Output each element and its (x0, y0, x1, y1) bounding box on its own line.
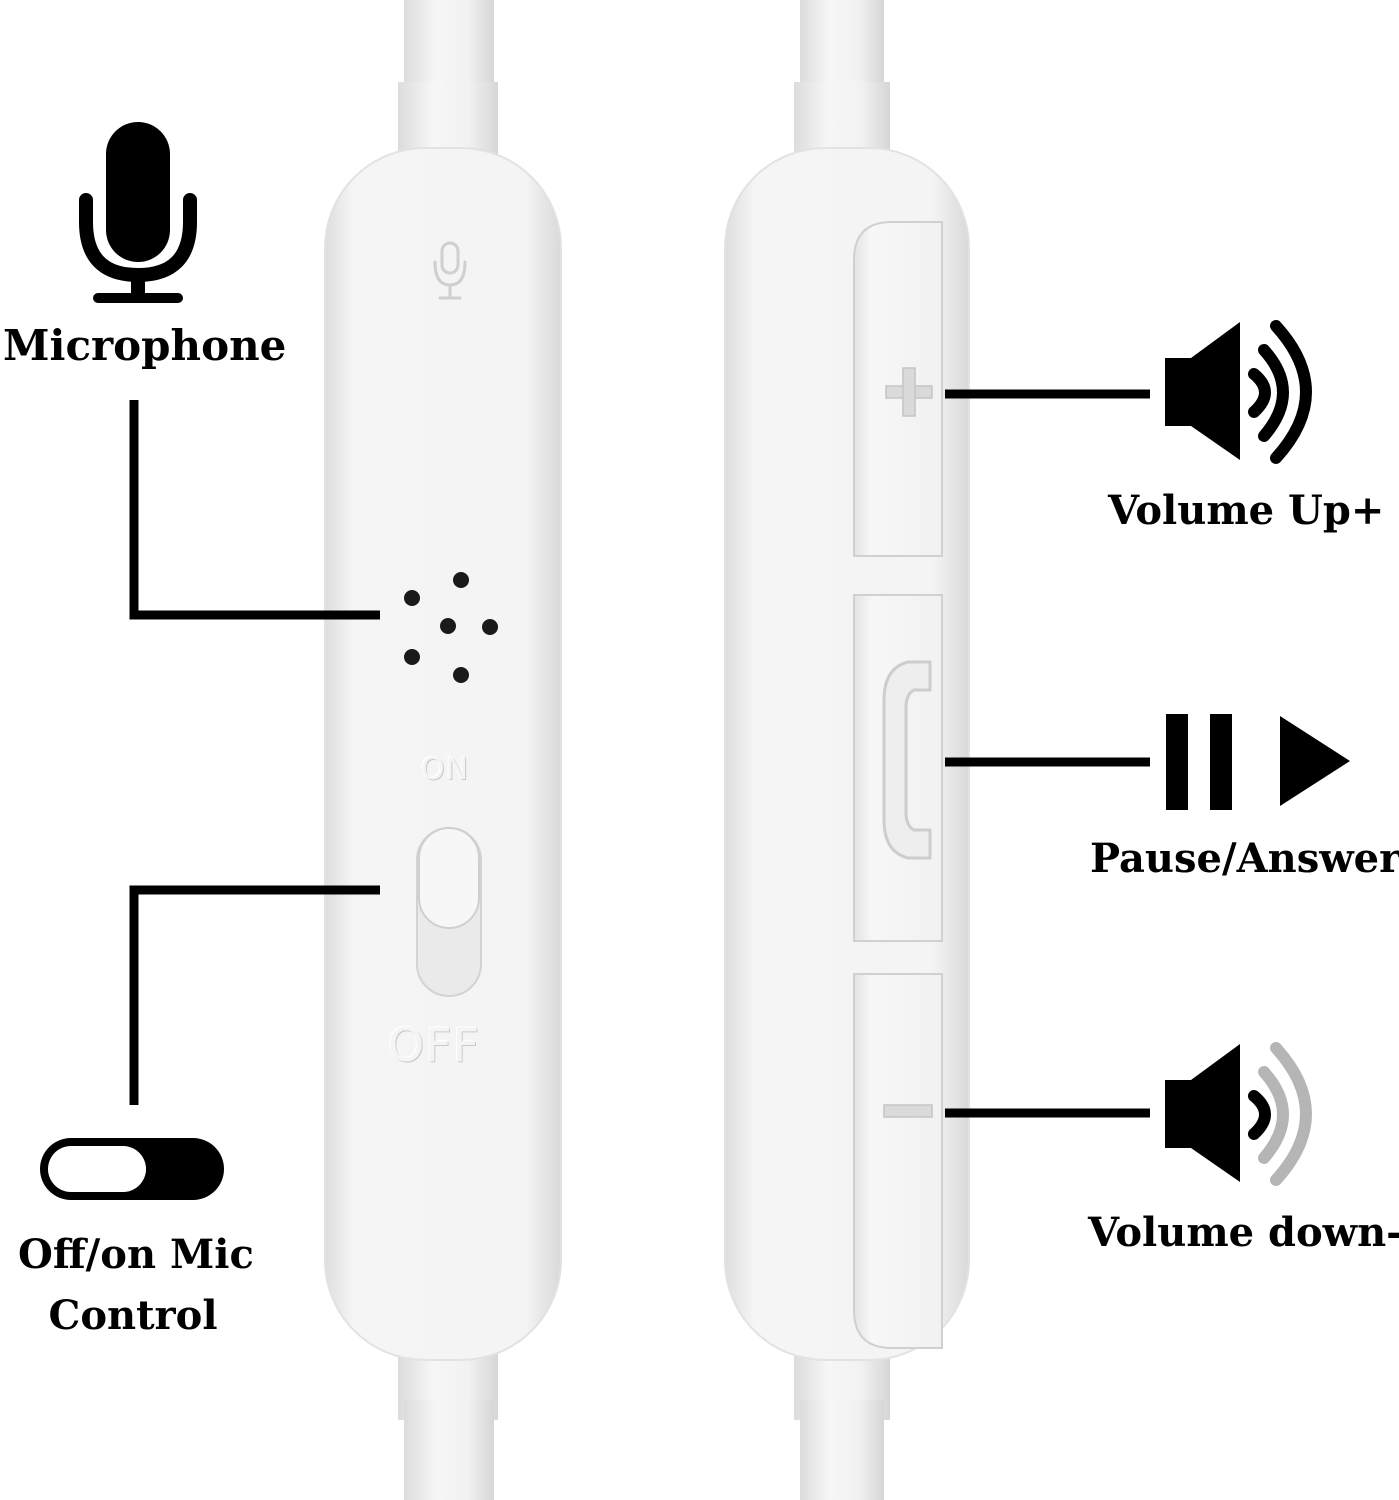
switch-knob[interactable] (418, 827, 480, 929)
volume-down-button[interactable] (853, 973, 943, 1349)
left-remote-body (324, 147, 562, 1361)
minus-icon (883, 1104, 933, 1118)
microphone-callout-line (129, 400, 380, 620)
engraved-mic-icon (433, 241, 467, 300)
toggle-switch-icon (40, 1138, 224, 1200)
microphone-label: Microphone (3, 321, 287, 370)
left-remote (324, 0, 562, 1500)
plus-icon (885, 367, 933, 417)
left-cable-bottom (404, 1400, 494, 1500)
mic-control-label-line2: Control (48, 1292, 218, 1339)
speaker-loud-icon (1165, 320, 1312, 464)
mic-control-label-line1: Off/on Mic (18, 1231, 254, 1278)
right-cable-bottom (800, 1400, 884, 1500)
switch-off-label: OFF (388, 1018, 481, 1072)
phone-handset-icon (882, 660, 932, 860)
mic-holes (404, 572, 498, 683)
pause-answer-label: Pause/Answer (1090, 835, 1399, 882)
mic-control-callout-line (129, 885, 380, 1105)
switch-on-label: ON (421, 752, 470, 787)
callout-lines (129, 389, 1150, 1118)
mic-slide-switch[interactable] (416, 827, 482, 997)
volume-up-label: Volume Up+ (1108, 487, 1385, 534)
speaker-quiet-icon (1165, 1042, 1312, 1186)
microphone-icon (79, 122, 197, 303)
right-remote (724, 0, 970, 1500)
volume-down-label: Volume down- (1088, 1209, 1399, 1256)
pause-play-icon (1166, 714, 1350, 810)
